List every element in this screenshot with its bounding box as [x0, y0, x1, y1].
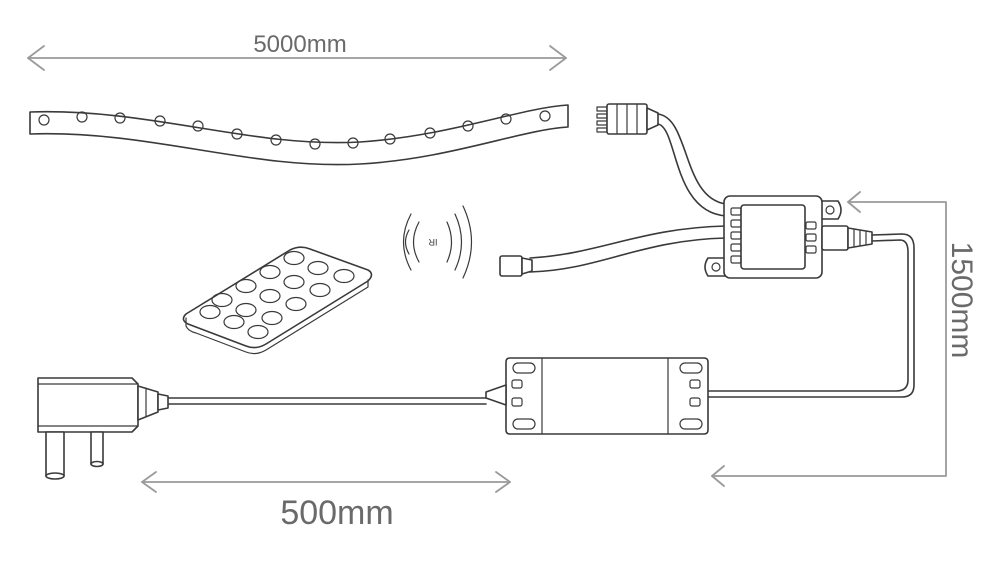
dimension-strip-length: 5000mm [27, 31, 567, 71]
dc-jack [821, 225, 849, 251]
remote-button [307, 260, 329, 276]
remote-button [261, 310, 283, 326]
ir-label: IR [428, 237, 438, 247]
remote-button [223, 314, 245, 330]
remote-button [235, 302, 257, 318]
led-chip [76, 111, 88, 123]
remote-button [199, 304, 221, 320]
uk-mains-plug [37, 377, 169, 480]
led-chip [424, 127, 436, 139]
led-chip [114, 112, 126, 124]
led-chip [38, 114, 50, 126]
dimension-controller-cable: 1500mm [711, 191, 978, 487]
remote-button [333, 268, 355, 284]
plug-pin-live [90, 431, 104, 465]
remote-button [283, 274, 305, 290]
remote-button [259, 264, 281, 280]
plug-pin-earth [45, 431, 65, 477]
strip-connector [596, 103, 659, 135]
ir-controller-box [704, 195, 873, 279]
power-driver [485, 357, 709, 435]
remote-button [211, 292, 233, 308]
led-chip [154, 115, 166, 127]
ir-remote [182, 246, 373, 355]
led-chip [270, 134, 282, 146]
plug-cable-length-label: 500mm [280, 494, 393, 532]
controller-cable-length-label: 1500mm [945, 242, 978, 359]
remote-button [247, 324, 269, 340]
cable-driver-to-plug [167, 397, 487, 405]
cable-strip-to-controller [657, 113, 727, 217]
dimension-plug-cable: 500mm [141, 471, 511, 532]
small-plug [499, 255, 523, 277]
led-chip [231, 128, 243, 140]
remote-button [285, 296, 307, 312]
cable-controller-to-small-plug [499, 225, 727, 277]
remote-buttons [199, 250, 355, 340]
remote-button [259, 288, 281, 304]
led-chip [347, 137, 359, 149]
led-strip [29, 104, 569, 166]
led-chip [309, 138, 321, 150]
led-chips [38, 110, 551, 150]
remote-button [283, 250, 305, 266]
led-chip [539, 110, 551, 122]
led-chip [384, 133, 396, 145]
remote-button [235, 278, 257, 294]
cable-controller-to-driver [705, 233, 915, 398]
led-chip [192, 120, 204, 132]
led-chip [462, 120, 474, 132]
led-chip [500, 113, 512, 125]
ir-signal-icon: IR [402, 205, 472, 279]
strip-length-label: 5000mm [253, 31, 346, 58]
remote-button [309, 282, 331, 298]
